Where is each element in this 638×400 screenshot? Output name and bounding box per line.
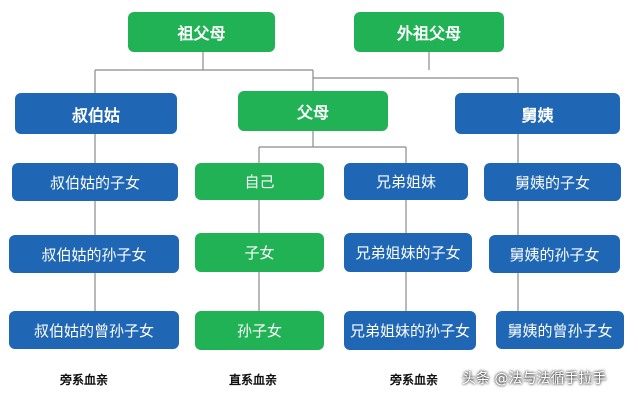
node-maternal-cousins-grandchildren: 舅姨的曾孙子女 [496, 311, 624, 349]
node-maternal-cousins-children: 舅姨的孙子女 [489, 235, 620, 273]
node-siblings: 兄弟姐妹 [344, 163, 468, 200]
node-siblings-grandchildren: 兄弟姐妹的孙子女 [344, 311, 476, 350]
node-grandparents-paternal: 祖父母 [128, 12, 275, 52]
node-paternal-cousins-children: 叔伯姑的孙子女 [9, 235, 179, 273]
node-grandparents-maternal: 外祖父母 [354, 12, 504, 52]
node-grandchildren: 孙子女 [195, 311, 324, 350]
node-uncles-aunts-maternal: 舅姨 [455, 93, 620, 134]
node-maternal-cousins: 舅姨的子女 [484, 163, 621, 201]
caption-lineal: 直系血亲 [229, 373, 278, 387]
watermark: 头条 @法与法循手拉手 [462, 371, 607, 387]
node-paternal-cousins-grandchildren: 叔伯姑的曾孙子女 [9, 311, 179, 349]
node-siblings-children: 兄弟姐妹的子女 [344, 233, 472, 272]
caption-collateral-right: 旁系血亲 [390, 373, 439, 387]
node-children: 子女 [195, 233, 324, 272]
node-paternal-cousins: 叔伯姑的子女 [12, 163, 178, 201]
node-parents: 父母 [238, 91, 388, 131]
node-self: 自己 [195, 163, 324, 200]
node-uncles-aunts-paternal: 叔伯姑 [15, 93, 177, 134]
caption-collateral-left: 旁系血亲 [60, 373, 109, 387]
